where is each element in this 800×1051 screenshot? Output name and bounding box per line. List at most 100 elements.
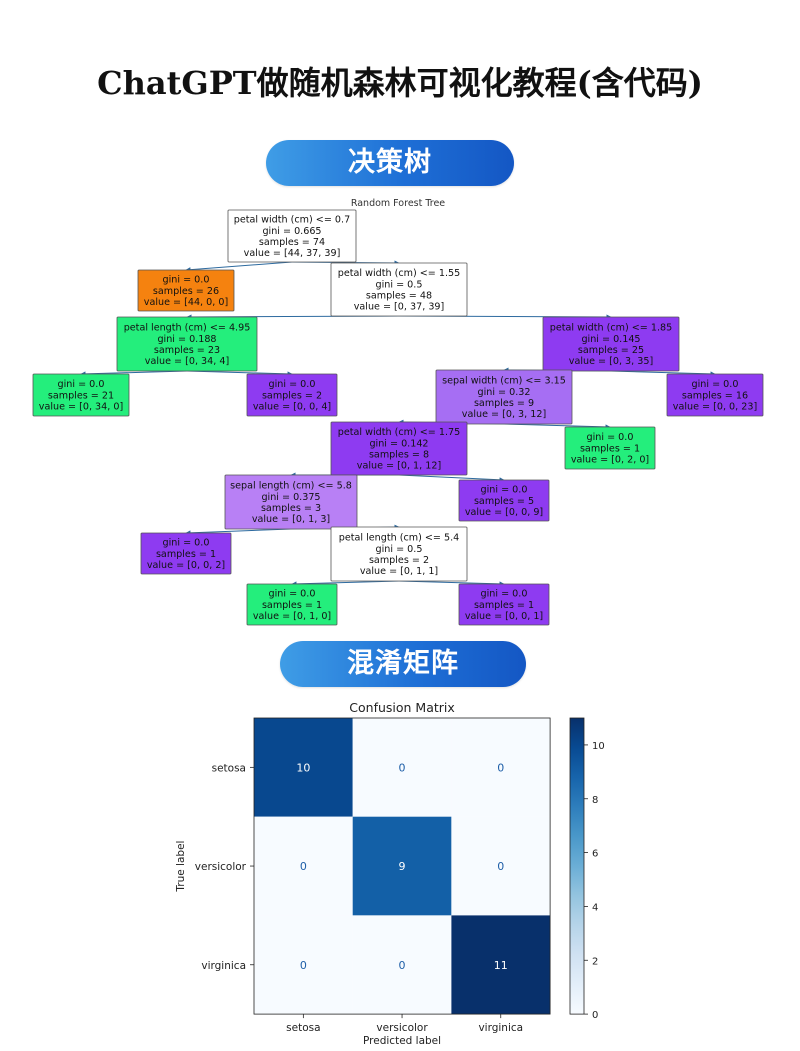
- tree-node-line: value = [44, 0, 0]: [144, 297, 228, 308]
- tree-title: Random Forest Tree: [351, 198, 445, 209]
- x-tick-label: virginica: [478, 1022, 523, 1034]
- tree-node-line: value = [44, 37, 39]: [244, 248, 341, 259]
- matrix-cell: [254, 816, 353, 916]
- tree-node-line: gini = 0.0: [163, 275, 210, 286]
- tree-node-line: petal width (cm) <= 1.75: [338, 427, 460, 438]
- colorbar-tick-label: 10: [592, 741, 605, 752]
- tree-node-line: value = [0, 34, 4]: [145, 356, 229, 367]
- matrix-cell: [451, 915, 551, 1015]
- tree-node-line: value = [0, 37, 39]: [354, 302, 445, 313]
- matrix-cell-value: 11: [494, 959, 508, 972]
- matrix-cell: [352, 915, 452, 1015]
- tree-node-line: gini = 0.0: [163, 538, 210, 549]
- tree-node-line: value = [0, 0, 23]: [673, 402, 757, 413]
- matrix-cell: [254, 915, 353, 1015]
- tree-node-line: petal length (cm) <= 4.95: [124, 323, 251, 334]
- tree-node-line: gini = 0.0: [269, 379, 316, 390]
- matrix-cell-value: 10: [296, 761, 310, 774]
- matrix-cell-value: 0: [300, 959, 307, 972]
- matrix-cell-value: 0: [399, 761, 406, 774]
- matrix-cell-value: 0: [300, 860, 307, 873]
- x-tick-label: versicolor: [376, 1022, 428, 1034]
- x-axis-label: Predicted label: [363, 1035, 441, 1047]
- tree-node-line: gini = 0.142: [369, 438, 428, 449]
- colorbar: [569, 717, 585, 1015]
- tree-node-line: samples = 9: [474, 398, 534, 409]
- matrix-cell: [352, 816, 452, 916]
- page-title: ChatGPT做随机森林可视化教程(含代码): [97, 64, 703, 102]
- matrix-cell: [451, 816, 551, 916]
- colorbar-tick-label: 8: [592, 795, 598, 806]
- tree-node-line: samples = 21: [48, 390, 114, 401]
- matrix-cell: [451, 718, 551, 817]
- tree-node-line: samples = 74: [259, 237, 325, 248]
- section-pill-decision-tree: 决策树: [266, 140, 514, 186]
- tree-edge-n7-n10: [503, 423, 611, 430]
- tree-edge-n3-n6: [186, 370, 293, 377]
- colorbar-tick-label: 2: [592, 956, 598, 967]
- tree-node-line: petal width (cm) <= 1.85: [550, 323, 672, 334]
- tree-node-line: value = [0, 0, 4]: [253, 402, 331, 413]
- tree-node-line: value = [0, 3, 12]: [462, 409, 546, 420]
- chart-title: Confusion Matrix: [349, 700, 455, 715]
- tree-node-line: samples = 25: [578, 345, 644, 356]
- y-tick-label: setosa: [212, 762, 246, 774]
- tree-node-line: value = [0, 3, 35]: [569, 356, 653, 367]
- colorbar-tick-label: 0: [592, 1010, 598, 1021]
- section-label-confusion-matrix: 混淆矩阵: [347, 648, 459, 679]
- tree-node-line: samples = 1: [156, 549, 216, 560]
- tree-node-line: gini = 0.32: [478, 387, 531, 398]
- y-tick-label: versicolor: [195, 861, 247, 873]
- colorbar-tick-label: 6: [592, 849, 598, 860]
- tree-node-line: value = [0, 1, 12]: [357, 461, 441, 472]
- tree-node-line: sepal width (cm) <= 3.15: [442, 376, 566, 387]
- tree-node-line: gini = 0.145: [581, 334, 640, 345]
- tree-node-line: value = [0, 0, 1]: [465, 611, 543, 622]
- tree-node-line: samples = 1: [262, 600, 322, 611]
- matrix-cell: [254, 718, 353, 817]
- tree-node-line: gini = 0.0: [58, 379, 105, 390]
- matrix-cell-value: 0: [399, 959, 406, 972]
- tree-node-line: gini = 0.5: [376, 279, 423, 290]
- y-axis-label: True label: [175, 841, 187, 893]
- matrix-cell-value: 0: [497, 761, 504, 774]
- tree-node-line: gini = 0.0: [587, 432, 634, 443]
- tree-node-line: samples = 26: [153, 286, 219, 297]
- tree-node-line: value = [0, 0, 2]: [147, 560, 225, 571]
- tree-edge-n9-n12: [398, 474, 505, 483]
- tree-node-line: samples = 2: [262, 390, 322, 401]
- tree-node-line: value = [0, 0, 9]: [465, 507, 543, 518]
- tree-node-line: value = [0, 1, 1]: [360, 566, 438, 577]
- tree-node-line: gini = 0.0: [692, 379, 739, 390]
- x-tick-label: setosa: [286, 1022, 320, 1034]
- y-tick-label: virginica: [201, 960, 246, 972]
- tree-node-line: samples = 23: [154, 345, 220, 356]
- tree-node-line: value = [0, 1, 0]: [253, 611, 331, 622]
- tree-node-line: gini = 0.0: [481, 589, 528, 600]
- tree-node-line: gini = 0.0: [269, 589, 316, 600]
- tree-node-line: samples = 1: [474, 600, 534, 611]
- tree-node-line: gini = 0.375: [261, 492, 320, 503]
- tree-node-line: samples = 8: [369, 450, 429, 461]
- tree-node-line: gini = 0.0: [481, 485, 528, 496]
- matrix-cell-value: 0: [497, 860, 504, 873]
- tree-node-line: value = [0, 2, 0]: [571, 455, 649, 466]
- tree-edge-n14-n16: [398, 580, 505, 587]
- tree-edge-n4-n8: [610, 370, 716, 377]
- colorbar-tick-label: 4: [592, 902, 598, 913]
